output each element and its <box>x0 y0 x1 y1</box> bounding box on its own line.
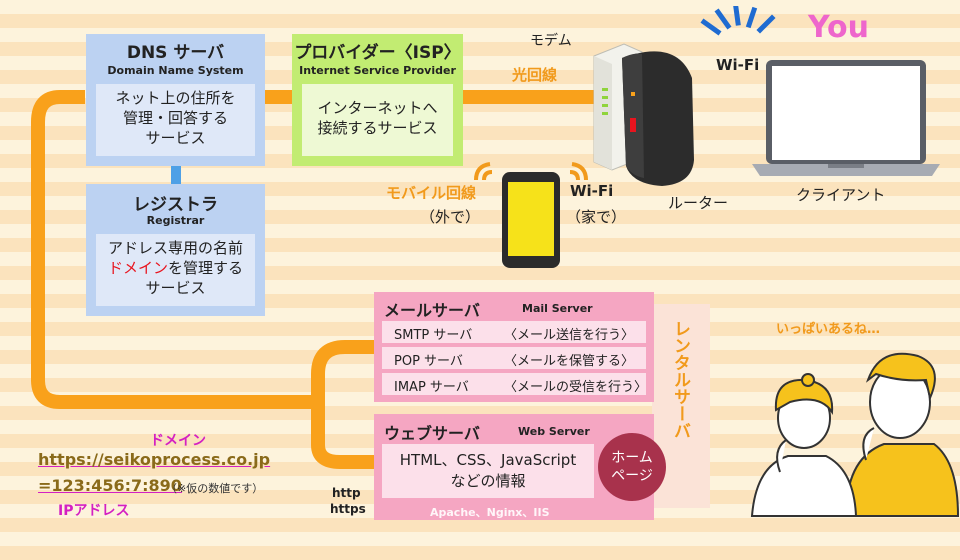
domain-label: ドメイン <box>150 433 206 449</box>
mobile-signal-icon <box>474 162 493 181</box>
client-label: クライアント <box>796 186 886 204</box>
fiber-label: 光回線 <box>512 66 558 84</box>
imap-row: IMAP サーバ 〈メールの受信を行う〉 <box>382 373 648 395</box>
pop-name: POP サーバ <box>394 354 463 369</box>
router-label: ルーター <box>668 194 729 212</box>
web-server-box: ウェブサーバ Web Server HTML、CSS、JavaScript など… <box>374 414 654 520</box>
isp-box: プロバイダー〈ISP〉 Internet Service Provider イン… <box>292 34 463 166</box>
domain-highlight: ドメイン <box>107 259 168 277</box>
domain-url: https://seikoprocess.co.jp <box>38 450 271 469</box>
pop-row: POP サーバ 〈メールを保管する〉 <box>382 347 646 369</box>
registrar-description: アドレス専用の名前 ドメインを管理する サービス <box>96 234 255 306</box>
registrar-box: レジストラ Registrar アドレス専用の名前 ドメインを管理する サービス <box>86 184 265 316</box>
router-icon <box>622 51 694 187</box>
smtp-desc: 〈メール送信を行う〉 <box>504 328 635 343</box>
ip-label: IPアドレス <box>58 503 130 519</box>
wifi-signal-icon <box>700 6 776 36</box>
thinking-text: いっぱいあるね… <box>776 322 881 337</box>
registrar-title: レジストラ <box>133 195 218 215</box>
registrar-subtitle: Registrar <box>146 214 205 227</box>
web-footer: Apache、Nginx、IIS <box>430 506 550 519</box>
ip-address: =123:456:7:890 <box>38 476 182 495</box>
dns-server-box: DNS サーバ Domain Name System ネット上の住所を 管理・回… <box>86 34 265 166</box>
smartphone-icon <box>502 172 560 268</box>
mail-server-box: メールサーバ Mail Server SMTP サーバ 〈メール送信を行う〉 P… <box>374 292 654 402</box>
dns-registrar-link <box>171 166 181 184</box>
wifi-top-label: Wi-Fi <box>716 56 760 74</box>
imap-desc: 〈メールの受信を行う〉 <box>504 380 648 395</box>
dns-description: ネット上の住所を 管理・回答する サービス <box>96 84 255 156</box>
ip-note: （※仮の数値です） <box>166 482 264 495</box>
web-subtitle: Web Server <box>518 425 590 438</box>
isp-title: プロバイダー〈ISP〉 <box>294 43 461 63</box>
http-label: http <box>332 486 361 500</box>
smtp-name: SMTP サーバ <box>394 328 473 343</box>
laptop-icon <box>752 60 940 176</box>
https-label: https <box>330 502 366 516</box>
dns-subtitle: Domain Name System <box>107 64 244 77</box>
people-illustration <box>750 352 960 517</box>
smtp-row: SMTP サーバ 〈メール送信を行う〉 <box>382 321 646 343</box>
you-label: You <box>808 10 869 45</box>
dns-title: DNS サーバ <box>126 43 225 63</box>
home-wifi-signal-icon <box>569 162 588 181</box>
isp-subtitle: Internet Service Provider <box>299 64 456 77</box>
rental-server-label: レンタルサーバ <box>670 320 690 439</box>
imap-name: IMAP サーバ <box>394 380 469 395</box>
mobile-line-label: モバイル回線 <box>386 184 477 202</box>
mail-branch-line <box>311 340 374 469</box>
home-wifi-label: Wi-Fi <box>570 182 614 200</box>
web-description: HTML、CSS、JavaScript などの情報 <box>382 444 594 498</box>
woman-figure <box>750 373 858 517</box>
man-figure <box>844 352 960 517</box>
pop-desc: 〈メールを保管する〉 <box>504 354 635 369</box>
home-wifi-sub-label: （家で） <box>566 208 627 226</box>
main-connection-line <box>31 90 318 409</box>
isp-description: インターネットへ 接続するサービス <box>302 84 453 156</box>
modem-label: モデム <box>530 33 572 49</box>
mobile-outside-label: （外で） <box>420 208 481 226</box>
mail-title: メールサーバ <box>384 301 480 320</box>
modem-router-illustration <box>593 43 694 187</box>
mail-subtitle: Mail Server <box>522 302 593 315</box>
web-title: ウェブサーバ <box>384 424 480 443</box>
homepage-badge: ホーム ページ <box>598 433 666 501</box>
